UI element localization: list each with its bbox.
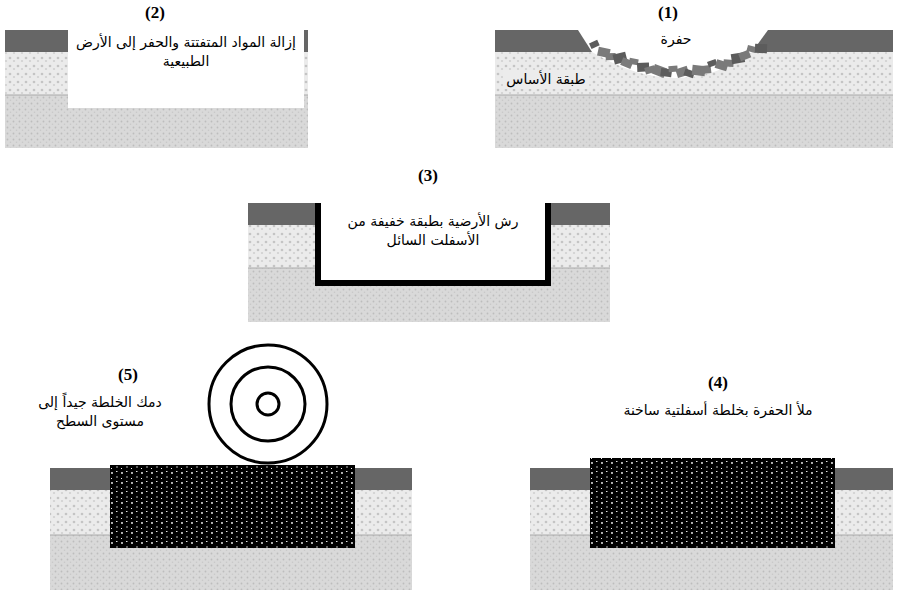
panel-3 (248, 203, 610, 322)
step-label: طبقة الأساس (503, 70, 588, 89)
step-label: رش الأرضية بطبقة خفيفة من الأسفلت السائل (326, 212, 540, 250)
callout-number: (3) (398, 165, 458, 188)
callout-number: (5) (98, 364, 158, 387)
callout-number: (4) (688, 372, 748, 395)
callout-number: (2) (125, 2, 185, 25)
step-label: حفرة (641, 30, 711, 49)
step-label: إزالة المواد المتفتتة والحفر إلى الأرض ا… (72, 33, 300, 71)
panel-5 (50, 345, 412, 590)
panel-1 (495, 30, 893, 148)
panel-4 (530, 458, 893, 590)
panel-2 (5, 30, 308, 148)
step-label: دمك الخلطة جيداً إلى مستوى السطح (25, 393, 175, 431)
step-label: ملأ الحفرة بخلطة أسفلتية ساخنة (618, 401, 818, 420)
roller (209, 345, 327, 463)
callout-number: (1) (638, 2, 698, 25)
